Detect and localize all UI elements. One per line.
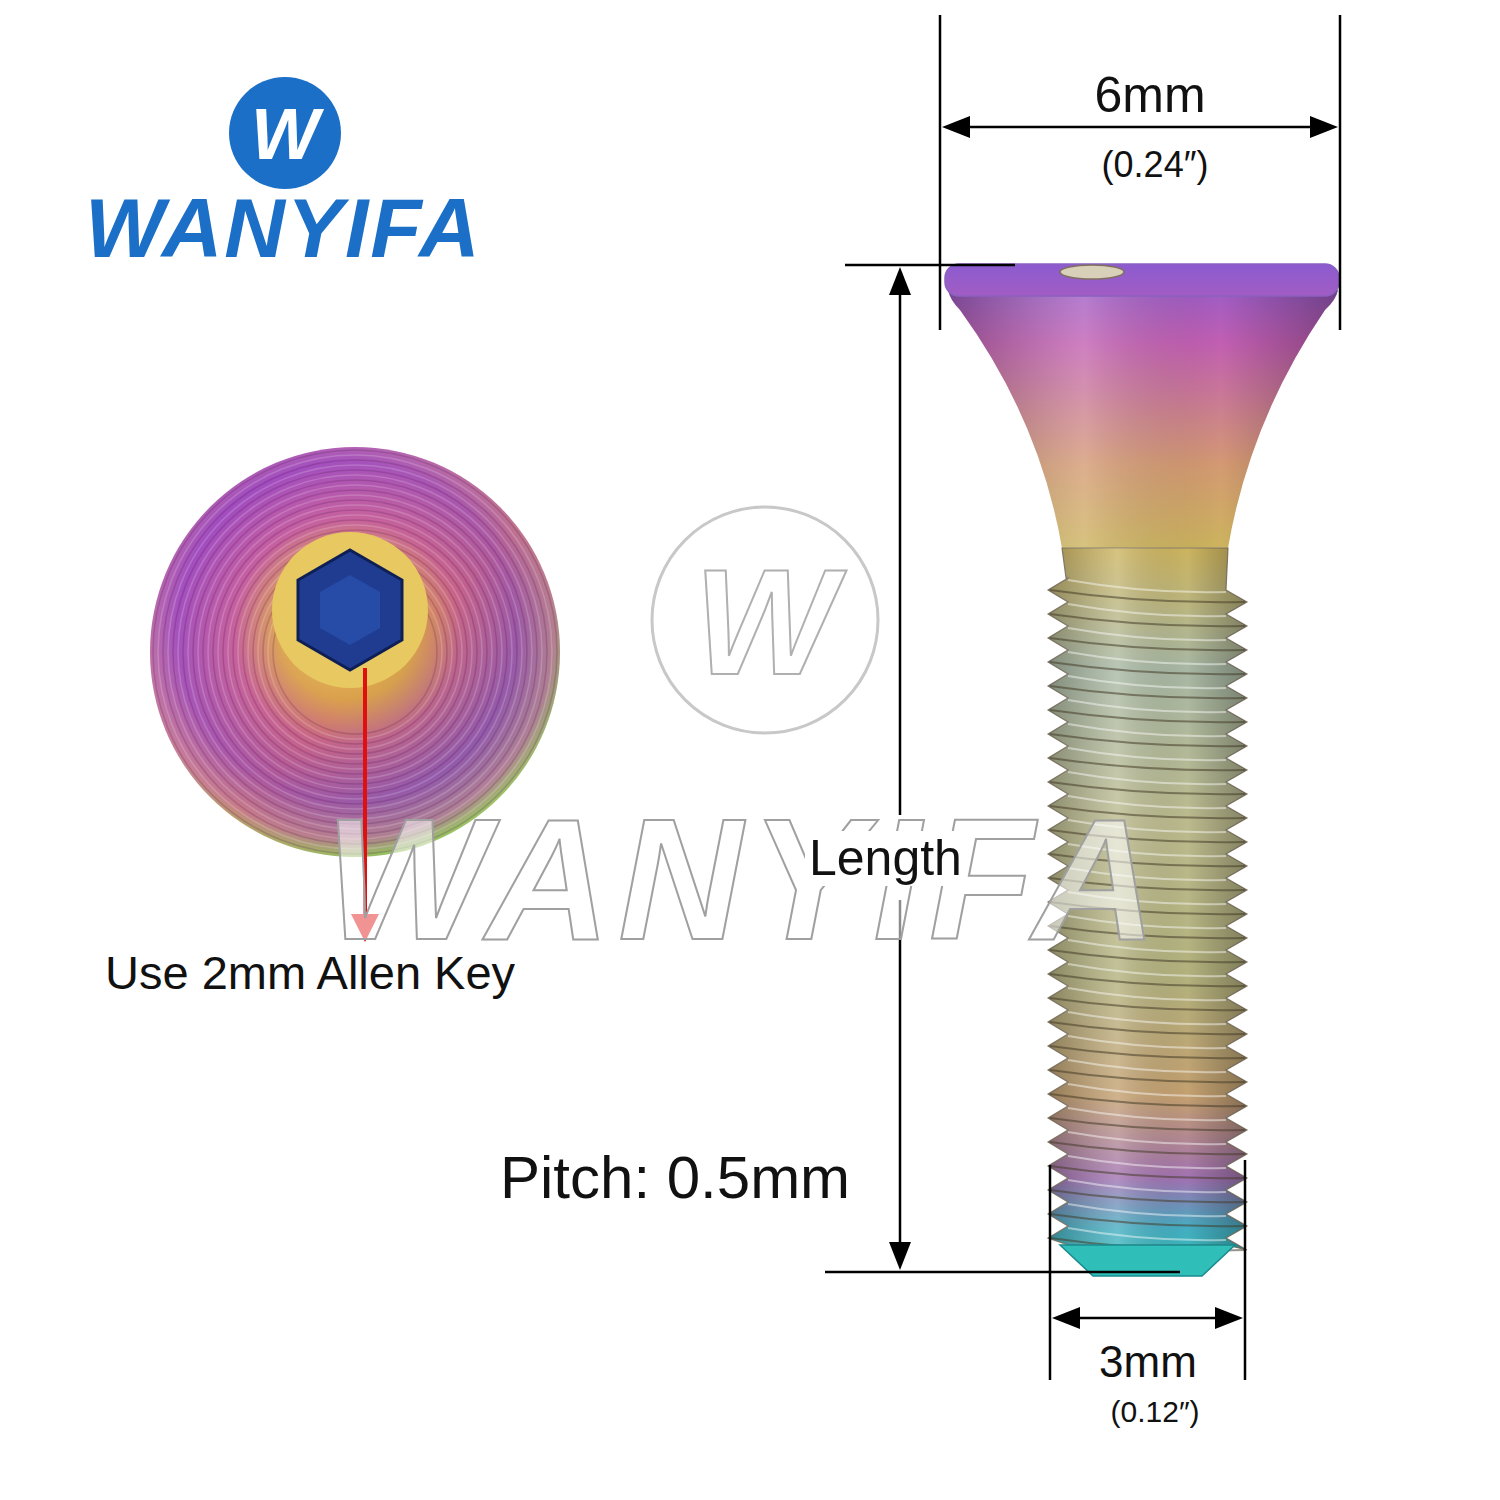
dimension-arrowhead	[1310, 116, 1338, 138]
dimension-line	[899, 292, 902, 815]
thread-highlight	[1068, 1180, 1226, 1192]
length-dimension	[825, 265, 1180, 1272]
watermark-text: WANYIFA	[325, 785, 1165, 974]
watermark-circle	[652, 507, 878, 733]
thread-highlight	[1068, 1084, 1226, 1096]
machining-ring	[183, 480, 527, 824]
extension-line	[939, 15, 942, 330]
thread-highlight	[1068, 1060, 1226, 1072]
dimension-arrowhead	[942, 116, 970, 138]
dimension-inch: (0.24″)	[1102, 145, 1209, 185]
hex-socket-depth	[320, 575, 380, 645]
head-diameter-dimension	[940, 15, 1340, 330]
machining-ring	[238, 535, 472, 769]
machining-ring	[178, 475, 532, 829]
machining-ring	[218, 515, 492, 789]
thread-highlight	[1068, 1012, 1226, 1024]
screw-head-cone	[948, 290, 1338, 548]
machining-ring	[168, 465, 542, 839]
extension-line	[1049, 1165, 1052, 1380]
machining-ring	[173, 470, 537, 834]
machining-ring	[213, 510, 497, 794]
thread-highlight	[1068, 1132, 1226, 1144]
thread-highlight	[1068, 652, 1226, 664]
socket-rim	[272, 532, 428, 688]
logo-mark: W	[251, 95, 319, 174]
brand-wordmark: WANYIFA	[85, 182, 482, 274]
dimension-value: 6mm	[1094, 68, 1205, 123]
machining-ring	[188, 485, 522, 819]
dimension-arrowhead	[1215, 1307, 1243, 1329]
thread-highlight	[1068, 580, 1226, 592]
watermark-mark: W	[694, 540, 836, 705]
screw-head-shade	[948, 290, 1338, 548]
pitch-label: Pitch: 0.5mm	[500, 1145, 850, 1211]
machining-ring	[228, 525, 482, 779]
thread-highlight	[1068, 724, 1226, 736]
thread-highlight	[1068, 1156, 1226, 1168]
extension-line	[845, 264, 1015, 267]
dimension-line	[1076, 1317, 1219, 1320]
dimension-arrowhead	[889, 1242, 911, 1270]
thread-highlight	[1068, 1036, 1226, 1048]
length-label: Length	[805, 831, 966, 886]
dimension-value: 3mm	[1099, 1338, 1197, 1386]
thread-highlight	[1068, 1204, 1226, 1216]
thread-highlight	[1068, 1108, 1226, 1120]
dimension-arrowhead	[889, 267, 911, 295]
extension-line	[1244, 1160, 1247, 1380]
screw-side-view	[945, 264, 1339, 1276]
thread-highlight	[1068, 700, 1226, 712]
thread-highlight	[1068, 1228, 1226, 1240]
hex-socket	[298, 550, 402, 670]
thread-highlight	[1068, 748, 1226, 760]
machining-ring	[208, 505, 502, 799]
logo-circle	[229, 77, 341, 189]
thread-highlight	[1068, 988, 1226, 1000]
machining-ring	[243, 540, 467, 764]
head-socket	[1060, 265, 1124, 279]
machining-ring	[198, 495, 512, 809]
thread-highlight	[1068, 772, 1226, 784]
thread-highlight	[1068, 676, 1226, 688]
dimension-line	[968, 126, 1312, 129]
dimension-inch: (0.12″)	[1111, 1395, 1200, 1428]
thread-highlight	[1068, 604, 1226, 616]
machining-ring	[203, 500, 507, 804]
extension-line	[1339, 15, 1342, 330]
machining-ring	[193, 490, 517, 814]
extension-line	[825, 1271, 1180, 1274]
dimension-arrowhead	[1052, 1307, 1080, 1329]
thread-highlight	[1068, 628, 1226, 640]
machining-ring	[223, 520, 487, 784]
screw-head-top	[945, 264, 1339, 296]
machining-ring	[233, 530, 477, 774]
